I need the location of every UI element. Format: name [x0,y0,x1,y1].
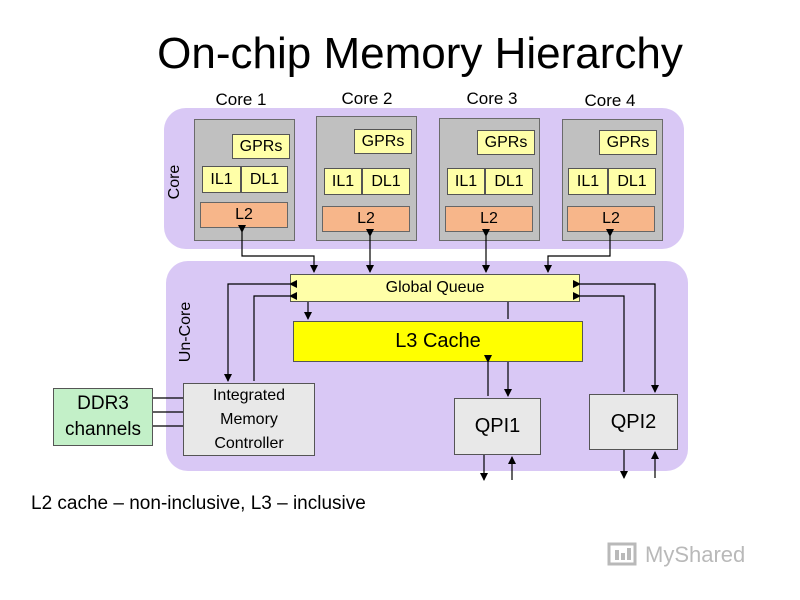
watermark-logo-icon [607,542,637,566]
core-1-label: Core 1 [215,90,267,109]
core-2-il1: IL1 [324,168,362,195]
gq-imc-link-outer [224,280,297,382]
core-3-gprs: GPRs [477,130,535,155]
core-1-gprs: GPRs [232,134,290,159]
qpi1-box: QPI1 [454,398,541,455]
memory-controller-line-2: Memory [220,410,278,428]
core-2-label: Core 2 [341,89,393,108]
core4-gq-link [544,229,614,273]
memory-controller-line-1: Integrated [212,386,286,404]
ddr3-line-2: channels [64,419,142,440]
core-1-l2: L2 [200,202,288,228]
ddr3-line-1: DDR3 [77,393,129,414]
watermark-text: MyShared [645,542,746,567]
gq-qpi2-link-inner [573,292,625,392]
memory-controller-box: Integrated Memory Controller [183,383,315,456]
core-1-il1: IL1 [202,166,241,193]
memory-controller-line-3: Controller [214,434,284,452]
core-4-label: Core 4 [584,91,636,110]
core-4-il1: IL1 [568,168,608,195]
qpi2-box: QPI2 [589,394,678,450]
core-2-gprs: GPRs [354,129,412,154]
gq-imc-link-inner [253,292,297,381]
watermark: MyShared [607,538,787,572]
page-title: On-chip Memory Hierarchy [157,29,683,78]
core-3-dl1: DL1 [485,168,533,195]
core-1-dl1: DL1 [241,166,288,193]
core-4-dl1: DL1 [608,168,656,195]
core-3-label: Core 3 [466,89,518,108]
core-4-gprs: GPRs [599,130,657,155]
core-3-l2: L2 [445,206,533,232]
caption: L2 cache – non-inclusive, L3 – inclusive [31,493,366,514]
core-3-il1: IL1 [447,168,485,195]
core1-gq-link [238,225,318,273]
ddr3-channels-box: DDR3 channels [53,388,153,446]
gq-qpi2-link-outer [573,280,659,393]
core-2-dl1: DL1 [362,168,410,195]
